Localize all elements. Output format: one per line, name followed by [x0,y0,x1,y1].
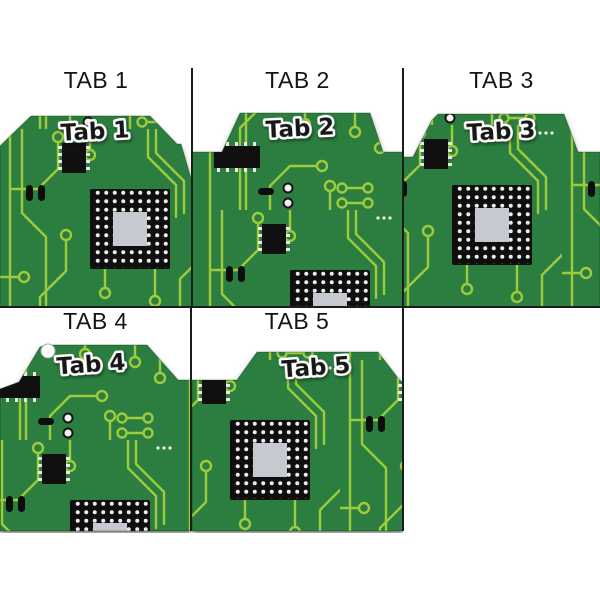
tab5-label: Tab 5 [281,353,351,384]
tab4-punch-hole [40,343,56,359]
tab5-folder-preview: Tab 5 [191,350,403,532]
tab4-header: TAB 4 [63,308,128,334]
tab3-label: Tab 3 [466,117,536,147]
tab5-preview-cell[interactable]: Tab 5 [191,307,403,533]
tab2-label: Tab 2 [265,114,335,144]
tab2-folder-shape [192,112,403,307]
tab1-folder-preview: Tab 1 [0,115,192,307]
tab1-header: TAB 1 [63,67,129,93]
tab4-folder-shape [0,343,191,532]
tab3-preview-cell[interactable]: Tab 3 [403,62,600,307]
tab4-folder-preview: Tab 4 [0,343,191,532]
grid-divider-top-right [402,68,404,307]
grid-divider-horizontal [0,306,600,308]
grid-divider-top-left [191,68,193,307]
tab5-header: TAB 5 [264,308,330,334]
tab2-folder-preview: Tab 2 [192,112,403,307]
grid-divider-bottom-left [190,307,192,531]
tab1-preview-cell[interactable]: Tab 1 [0,62,192,307]
tab4-label: Tab 4 [56,350,126,381]
tab5-folder-shape [191,351,403,532]
tab1-label: Tab 1 [60,117,130,147]
tab3-folder-preview: Tab 3 [403,113,600,307]
tab3-header: TAB 3 [469,67,534,93]
tab2-preview-cell[interactable]: Tab 2 [192,62,403,307]
tab2-header: TAB 2 [265,67,330,93]
tab1-folder-shape [0,115,192,307]
tab4-preview-cell[interactable]: Tab 4 [0,307,191,533]
tab3-folder-shape [403,113,600,307]
grid-divider-bottom-right [402,307,404,531]
